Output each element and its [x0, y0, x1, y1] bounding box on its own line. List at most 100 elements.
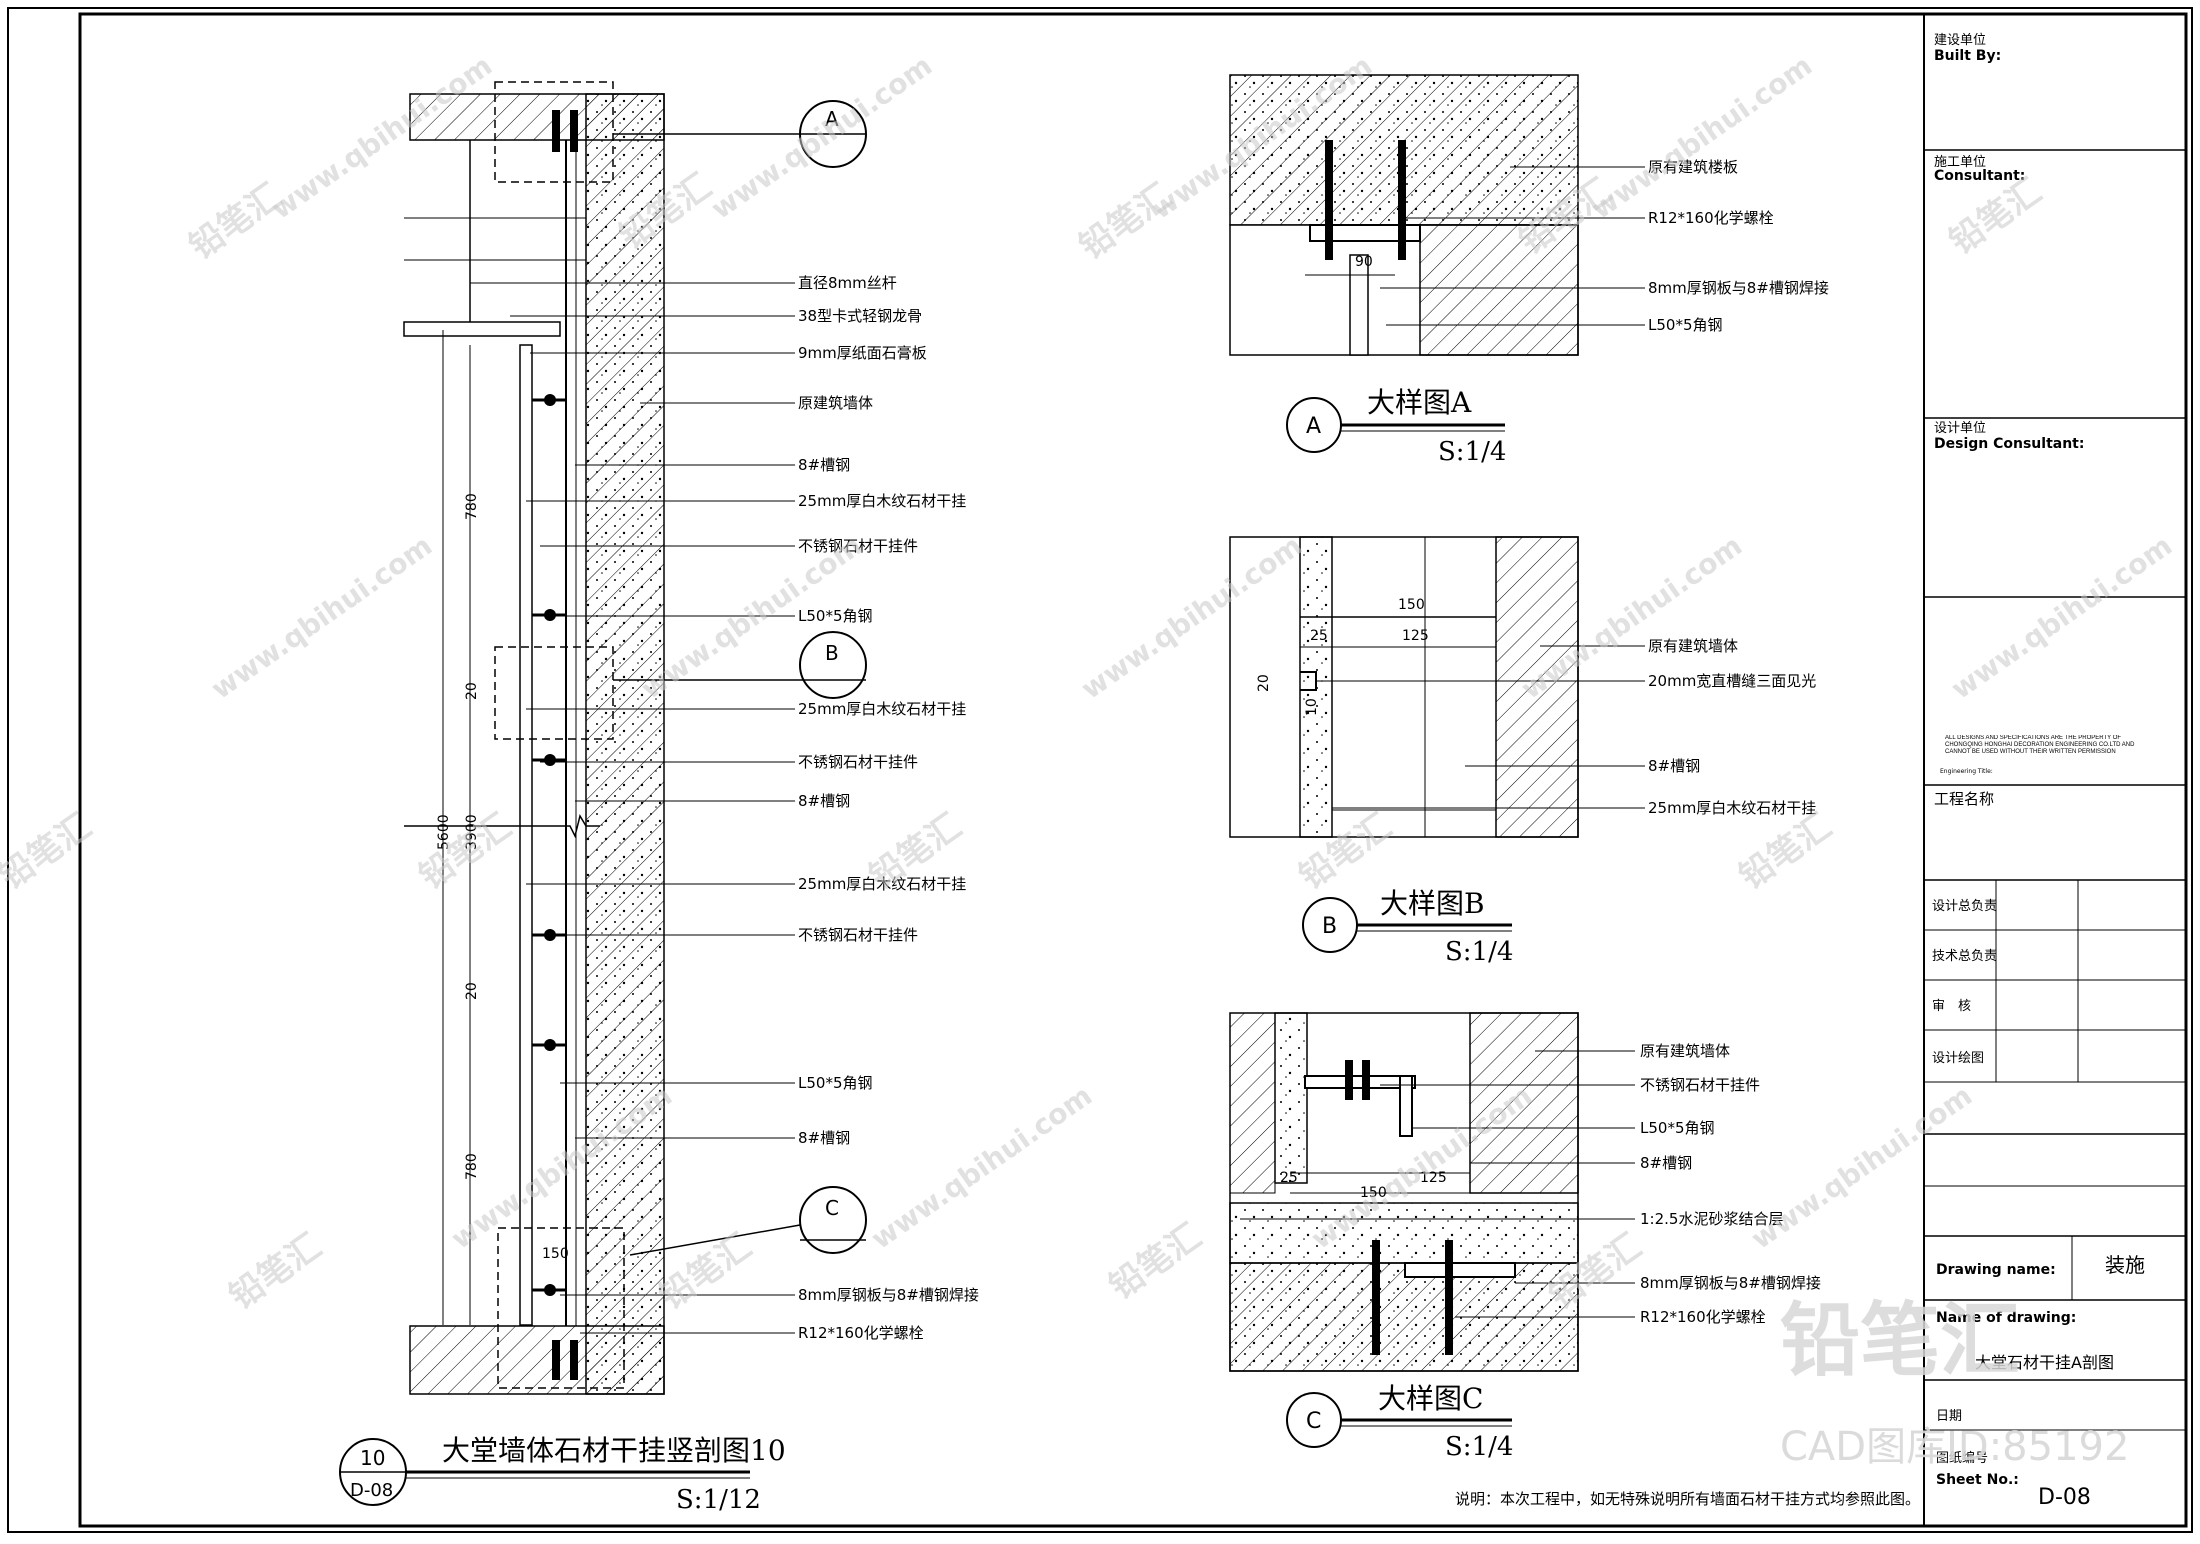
callout-box-b — [494, 646, 614, 740]
wm-logo-11: 铅笔汇 — [222, 1226, 328, 1317]
detail-c-label-2: 不锈钢石材干挂件 — [1640, 1076, 1760, 1094]
stone-cladding — [519, 344, 533, 1326]
detail-a-label-2: R12*160化学螺栓 — [1648, 209, 1774, 227]
detail-c-dim-25: 25 — [1280, 1170, 1298, 1186]
tb-project-cn: 工程名称 — [1934, 790, 1994, 808]
tb-notes-en: ALL DESIGNS AND SPECIFICATIONS ARE THE P… — [1945, 735, 2135, 755]
detail-c-label-3: L50*5角钢 — [1640, 1119, 1715, 1137]
label-main-9: 25mm厚白木纹石材干挂 — [798, 700, 966, 718]
break-mark — [404, 814, 600, 839]
wm-url-13: www.qbihui.com — [1745, 1079, 1978, 1256]
detail-c-label-1: 原有建筑墙体 — [1640, 1042, 1730, 1060]
callout-box-a — [494, 81, 614, 183]
tb-sheet-en: Sheet No.: — [1936, 1472, 2019, 1488]
detail-b-dim-20: 20 — [1256, 674, 1272, 692]
tb-sheet-val: D-08 — [2038, 1485, 2091, 1510]
label-main-11: 8#槽钢 — [798, 792, 850, 810]
badge-ref: D-08 — [350, 1480, 393, 1501]
detail-b: 150 25 125 20 10 原有建筑墙体 20mm宽直槽缝三面见光 8#槽… — [1229, 536, 1816, 967]
ceiling-board — [403, 321, 561, 337]
detail-c-dim-125: 125 — [1420, 1170, 1447, 1186]
detail-a: 90 原有建筑楼板 R12*160化学螺栓 8mm厚钢板与8#槽钢焊接 L50*… — [1229, 74, 1829, 467]
detail-a-plate — [1309, 224, 1421, 242]
wm-url-5: www.qbihui.com — [205, 529, 438, 706]
floor-slab — [409, 1325, 665, 1395]
bolt-bottom-2 — [570, 1340, 578, 1380]
callout-b-letter: B — [825, 641, 839, 665]
detail-b-label-1: 原有建筑墙体 — [1648, 637, 1738, 655]
wm-url-2: www.qbihui.com — [705, 49, 938, 226]
detail-b-label-2: 20mm宽直槽缝三面见光 — [1648, 672, 1816, 690]
bolt-top-1 — [552, 110, 560, 152]
label-main-3: 9mm厚纸面石膏板 — [798, 344, 927, 362]
detail-b-label-4: 25mm厚白木纹石材干挂 — [1648, 799, 1816, 817]
tb-role-4: 设计绘图 — [1932, 1051, 1984, 1066]
dim-20-bottom: 20 — [464, 982, 480, 1000]
tb-eng-title-en: Engineering Title: — [1940, 768, 1993, 775]
detail-c-dim-150: 150 — [1360, 1185, 1387, 1201]
label-main-7: 不锈钢石材干挂件 — [798, 537, 918, 555]
tb-design-en: Design Consultant: — [1934, 436, 2084, 452]
wm-logo-12: 铅笔汇 — [652, 1226, 758, 1317]
label-main-4: 原建筑墙体 — [798, 394, 873, 412]
tb-role-1: 设计总负责 — [1932, 899, 1997, 914]
detail-b-badge: B — [1322, 914, 1337, 939]
wm-logo-large: 铅笔汇 — [1780, 1294, 2020, 1387]
callout-b: B — [613, 631, 867, 699]
wm-logo-13: 铅笔汇 — [1102, 1216, 1208, 1307]
tb-drawing-name-en: Drawing name: — [1936, 1262, 2056, 1278]
wm-logo-1: 铅笔汇 — [182, 176, 288, 267]
detail-c-label-4: 8#槽钢 — [1640, 1154, 1692, 1172]
detail-b-scale: S:1/4 — [1445, 937, 1513, 967]
tb-built-by-en: Built By: — [1934, 48, 2001, 64]
wm-logo-10: 铅笔汇 — [1732, 806, 1838, 897]
tb-drawing-name-val: 装施 — [2105, 1253, 2145, 1277]
detail-c-label-7: R12*160化学螺栓 — [1640, 1308, 1766, 1326]
detail-b-title: 大样图B — [1380, 887, 1485, 920]
wm-url-11: www.qbihui.com — [865, 1079, 1098, 1256]
wm-url-4: www.qbihui.com — [1585, 49, 1818, 226]
detail-a-label-3: 8mm厚钢板与8#槽钢焊接 — [1648, 279, 1829, 297]
main-labels: 直径8mm丝杆 38型卡式轻钢龙骨 9mm厚纸面石膏板 原建筑墙体 8#槽钢 2… — [798, 274, 979, 1342]
dim-5600: 5600 — [436, 814, 452, 850]
wm-logo-5: 铅笔汇 — [1942, 171, 2048, 262]
wm-logo-6: 铅笔汇 — [0, 806, 99, 897]
detail-a-dim: 90 — [1355, 254, 1373, 270]
main-section: 780 20 5600 3900 20 780 150 A B C — [339, 81, 979, 1515]
building-wall-dots — [586, 94, 664, 1394]
tb-consultant-cn: 施工单位 — [1934, 155, 1986, 170]
main-leaders — [470, 282, 795, 1334]
detail-a-label-4: L50*5角钢 — [1648, 316, 1723, 334]
detail-b-label-3: 8#槽钢 — [1648, 757, 1700, 775]
detail-a-title: 大样图A — [1367, 386, 1472, 419]
detail-b-dim-150: 150 — [1398, 597, 1425, 613]
callout-c: C — [629, 1186, 867, 1256]
detail-c-scale: S:1/4 — [1445, 1432, 1513, 1462]
detail-b-dim-25: 25 — [1310, 628, 1328, 644]
title-block: 建设单位 Built By: 施工单位 Consultant: 设计单位 Des… — [1923, 14, 2186, 1526]
detail-c-title: 大样图C — [1378, 1382, 1483, 1415]
main-title: 大堂墙体石材干挂竖剖图10 — [442, 1434, 786, 1467]
detail-c-badge: C — [1306, 1409, 1321, 1434]
badge-number: 10 — [360, 1446, 385, 1470]
tb-consultant-en: Consultant: — [1934, 168, 2025, 184]
wm-id-text: CAD图库ID:85192 — [1780, 1424, 2129, 1470]
label-main-13: 不锈钢石材干挂件 — [798, 926, 918, 944]
outer-border — [7, 7, 2193, 1533]
label-main-8: L50*5角钢 — [798, 607, 873, 625]
ceiling-slab — [409, 93, 665, 141]
label-main-5: 8#槽钢 — [798, 456, 850, 474]
tb-design-cn: 设计单位 — [1934, 421, 1986, 436]
footer-note: 说明：本次工程中，如无特殊说明所有墙面石材干挂方式均参照此图。 — [1455, 1490, 1920, 1508]
wm-url-7: www.qbihui.com — [1075, 529, 1308, 706]
bolt-bottom-1 — [552, 1340, 560, 1380]
detail-c-label-6: 8mm厚钢板与8#槽钢焊接 — [1640, 1274, 1821, 1292]
dim-150: 150 — [542, 1246, 569, 1262]
detail-a-scale: S:1/4 — [1438, 437, 1506, 467]
detail-c: 25 125 150 原有建筑墙体 不锈钢石材干挂件 L50*5角钢 8#槽钢 … — [1229, 1012, 1821, 1462]
callout-a-letter: A — [825, 107, 839, 131]
label-main-15: 8#槽钢 — [798, 1129, 850, 1147]
wm-url-9: www.qbihui.com — [1945, 529, 2178, 706]
